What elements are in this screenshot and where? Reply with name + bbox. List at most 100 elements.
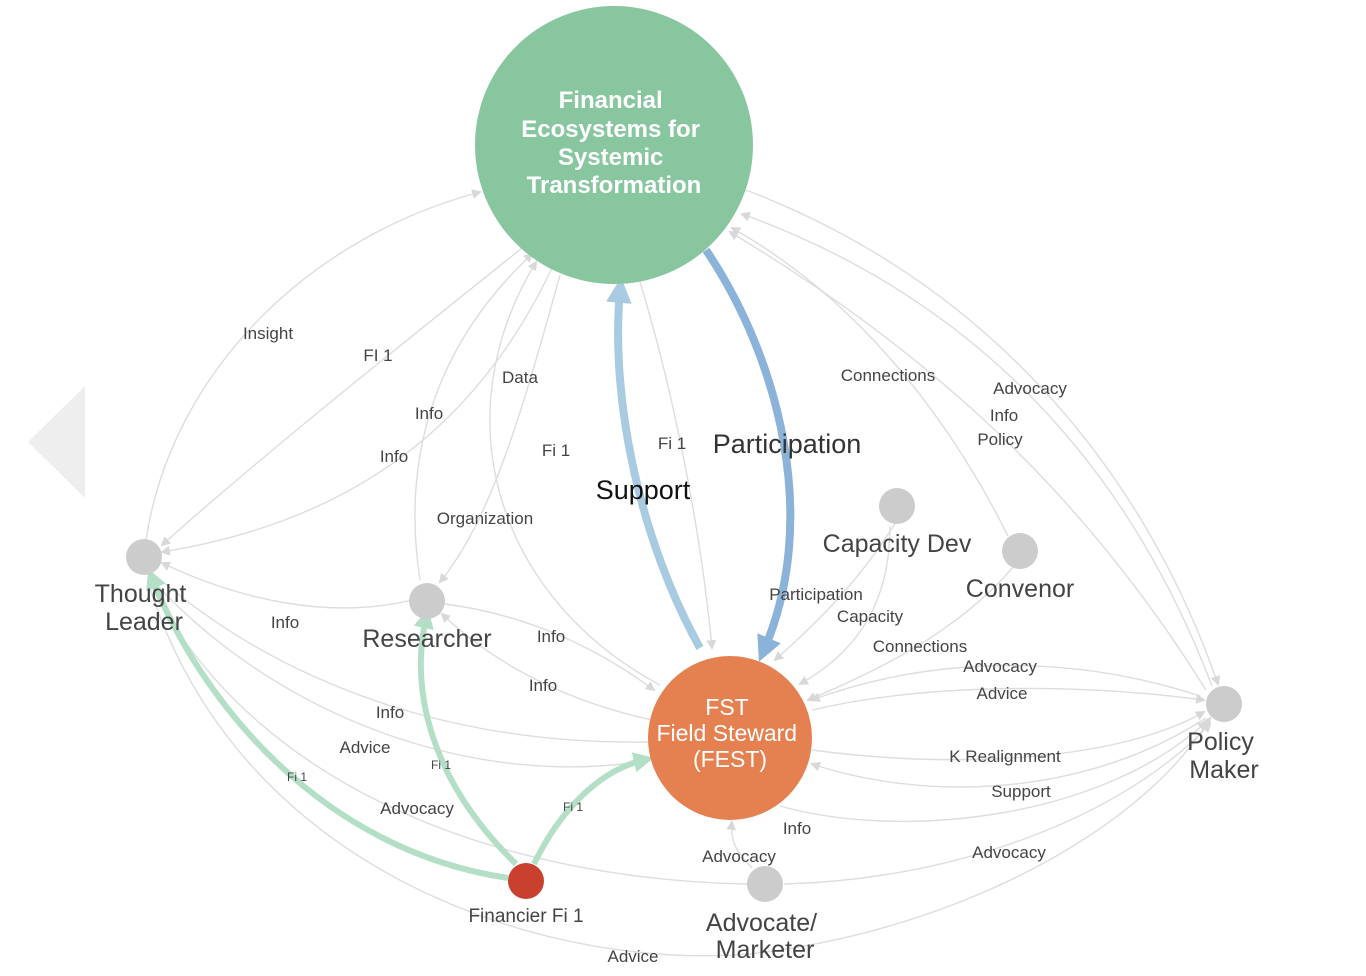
advocate-circle[interactable] <box>747 866 783 902</box>
node-thought-leader[interactable]: Thought Leader <box>95 539 194 636</box>
ecosystem-label-line-2: Ecosystems for <box>521 116 700 143</box>
label-insight: Insight <box>243 324 293 343</box>
label-advocacy-pm: Advocacy <box>993 379 1067 398</box>
edge-info-pm <box>745 189 1221 686</box>
label-fi1-fest-eco: Fi 1 <box>658 434 686 453</box>
thought-leader-label-line-2: Leader <box>105 608 183 636</box>
fest-label-line-3: (FEST) <box>693 746 767 772</box>
edge-fi1-tl <box>160 243 528 547</box>
label-data: Data <box>502 368 538 387</box>
financier-label: Financier Fi 1 <box>468 906 583 927</box>
researcher-label: Researcher <box>362 625 491 653</box>
svg-text:Thought Leader: Thought Leader <box>95 580 194 636</box>
node-capacity-dev[interactable]: Capacity Dev <box>823 488 972 558</box>
edge-fi1-fin-res <box>413 608 519 867</box>
edge-fi1-fin-tl <box>146 568 509 881</box>
label-connections-conv: Connections <box>841 366 936 385</box>
thought-leader-circle[interactable] <box>126 539 162 575</box>
label-info-adv: Info <box>783 819 811 838</box>
advocate-label-line-2: Marketer <box>716 936 815 964</box>
policy-maker-label-line-1: Policy <box>1187 728 1254 756</box>
edge-support-big <box>606 277 704 650</box>
label-advocacy-tl: Advocacy <box>380 799 454 818</box>
label-fi1-fin-res: Fi 1 <box>431 758 451 772</box>
label-capacity: Capacity <box>837 607 904 626</box>
label-organization: Organization <box>437 509 533 528</box>
financier-circle[interactable] <box>508 863 544 899</box>
convenor-circle[interactable] <box>1002 533 1038 569</box>
label-info-tl-res: Info <box>271 613 299 632</box>
convenor-label: Convenor <box>966 575 1074 603</box>
edge-advocacy-adv <box>726 820 753 869</box>
svg-text:Financial Ecosystems for: Financial Ecosystems for Systemic Transf… <box>521 87 706 199</box>
edge-capacity <box>798 525 891 685</box>
label-advocacy-pm-low: Advocacy <box>972 843 1046 862</box>
edge-participation-cap <box>773 521 897 662</box>
label-participation-big: Participation <box>713 429 862 459</box>
capacity-dev-label: Capacity Dev <box>823 530 972 558</box>
label-advice-tl: Advice <box>339 738 390 757</box>
edge-info-tl-fest <box>155 575 651 743</box>
node-advocate[interactable]: Advocate/ Marketer <box>706 866 824 964</box>
svg-text:Policy Maker: Policy Maker <box>1187 728 1261 784</box>
edge-connections-fest <box>806 565 1015 702</box>
ecosystem-label-line-1: Financial <box>559 87 663 114</box>
edge-info-res-fest <box>444 603 656 692</box>
edge-support-pm <box>810 717 1207 788</box>
policy-maker-circle[interactable] <box>1206 686 1242 722</box>
label-info-eco-tl: Info <box>380 447 408 466</box>
edge-info-tl-res <box>160 561 413 609</box>
fest-label-line-1: FST <box>705 694 748 720</box>
triangle-left-icon[interactable] <box>28 386 85 498</box>
edge-advice-tl <box>151 579 652 768</box>
label-info-tl-fest: Info <box>376 703 404 722</box>
label-advocacy-fest: Advocacy <box>963 657 1037 676</box>
edge-advocacy-tl <box>149 583 749 885</box>
edge-k-realignment <box>811 711 1206 761</box>
node-researcher[interactable]: Researcher <box>362 583 492 653</box>
edge-info-res-eco <box>414 252 534 581</box>
label-k-realignment: K Realignment <box>949 747 1061 766</box>
blue-edges <box>606 247 795 662</box>
policy-maker-label-line-2: Maker <box>1189 756 1258 784</box>
edge-info-eco-tl <box>160 267 553 556</box>
gray-edges <box>145 189 1221 957</box>
edge-info-fest-res <box>440 612 653 721</box>
label-support-pm: Support <box>991 782 1051 801</box>
node-ecosystem[interactable]: Financial Ecosystems for Systemic Transf… <box>475 6 753 284</box>
advocate-label-line-1: Advocate/ <box>706 909 817 937</box>
edge-fi1-eco-fest <box>639 281 717 650</box>
edge-advice-fest <box>811 687 1206 711</box>
capacity-dev-circle[interactable] <box>879 488 915 524</box>
label-info-res-fest: Info <box>537 627 565 646</box>
ecosystem-circle[interactable] <box>475 6 753 284</box>
researcher-circle[interactable] <box>409 583 445 619</box>
edge-advocacy-pm-low <box>783 722 1212 885</box>
label-fi1-eco-res: Fi 1 <box>542 441 570 460</box>
edge-info-adv-pm <box>779 720 1208 822</box>
edge-insight <box>145 189 482 541</box>
edge-participation-big <box>702 247 795 662</box>
edge-advocacy-fest <box>810 664 1201 702</box>
label-advice-fest: Advice <box>976 684 1027 703</box>
ecosystem-label-line-4: Transformation <box>527 172 702 199</box>
label-participation-cap: Participation <box>769 585 863 604</box>
label-connections-fest: Connections <box>873 637 968 656</box>
node-fest[interactable]: FST Field Steward (FEST) <box>648 656 812 820</box>
ecosystem-label-line-3: Systemic <box>558 144 663 171</box>
edge-policy-pm <box>728 230 1207 691</box>
node-financier[interactable]: Financier Fi 1 <box>468 863 584 927</box>
label-support-big: Support <box>596 475 691 505</box>
label-advice-bottom: Advice <box>607 947 658 966</box>
label-info-fest-res: Info <box>529 676 557 695</box>
label-advocacy-adv: Advocacy <box>702 847 776 866</box>
label-fi1-fin-tl: Fi 1 <box>287 770 307 784</box>
edge-advocacy-pm <box>740 212 1213 687</box>
node-policy-maker[interactable]: Policy Maker <box>1187 686 1261 784</box>
node-convenor[interactable]: Convenor <box>966 533 1074 603</box>
edge-fi1-fin-fest <box>531 752 654 866</box>
label-info-pm: Info <box>990 406 1018 425</box>
fest-circle[interactable] <box>648 656 812 820</box>
edge-connections-conv <box>730 227 1009 537</box>
